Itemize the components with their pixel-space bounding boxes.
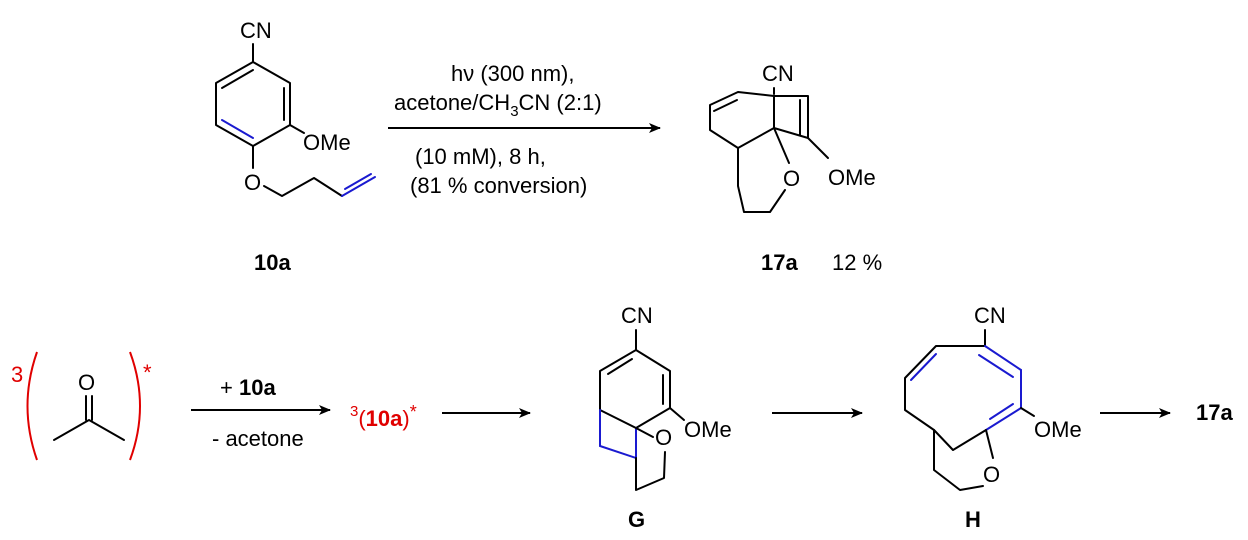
h-cn-label: CN bbox=[974, 303, 1006, 328]
g-cn-label: CN bbox=[621, 303, 653, 328]
c17a-o-label: O bbox=[783, 166, 800, 191]
acetone-o-label: O bbox=[78, 370, 95, 395]
triplet-10a-label: 3(10a)* bbox=[350, 402, 417, 431]
acetone-triplet: 3 O * bbox=[11, 351, 152, 461]
final-product-17a: 17a bbox=[1196, 400, 1233, 425]
h-ome-label: OMe bbox=[1034, 417, 1082, 442]
intermediate-g: CN OMe O G bbox=[599, 303, 732, 532]
c10a-cn-label: CN bbox=[240, 18, 272, 43]
h-label: H bbox=[965, 507, 981, 532]
intermediate-h: CN OMe O H bbox=[904, 303, 1082, 532]
g-label: G bbox=[628, 507, 645, 532]
condition-conversion: (81 % conversion) bbox=[410, 173, 587, 198]
c17a-cn-label: CN bbox=[762, 61, 794, 86]
c10a-o-label: O bbox=[244, 170, 261, 195]
compound-10a: CN OMe O 10a bbox=[215, 18, 376, 275]
g-ome-label: OMe bbox=[684, 417, 732, 442]
reaction-conditions-2: + 10a - acetone bbox=[212, 375, 304, 451]
c10a-label: 10a bbox=[254, 250, 291, 275]
h-o-label: O bbox=[983, 462, 1000, 487]
left-bracket bbox=[26, 351, 38, 461]
right-bracket bbox=[129, 351, 141, 461]
compound-17a: CN OMe O 17a 12 % bbox=[709, 61, 882, 275]
c17a-ome-label: OMe bbox=[828, 165, 876, 190]
condition-concentration: (10 mM), 8 h, bbox=[415, 144, 546, 169]
acetone-excited-star: * bbox=[143, 360, 152, 385]
acetone-multiplicity: 3 bbox=[11, 362, 23, 387]
c17a-label: 17a bbox=[761, 250, 798, 275]
condition-add-10a: + 10a bbox=[220, 375, 276, 400]
reaction-conditions-1: hν (300 nm), acetone/CH3CN (2:1) (10 mM)… bbox=[394, 61, 602, 198]
triplet-10a: 3(10a)* bbox=[350, 402, 417, 431]
condition-light: hν (300 nm), bbox=[451, 61, 575, 86]
condition-minus-acetone: - acetone bbox=[212, 426, 304, 451]
c17a-yield: 12 % bbox=[832, 250, 882, 275]
c10a-ome-label: OMe bbox=[303, 130, 351, 155]
g-o-label: O bbox=[655, 425, 672, 450]
condition-solvent: acetone/CH3CN (2:1) bbox=[394, 90, 602, 120]
